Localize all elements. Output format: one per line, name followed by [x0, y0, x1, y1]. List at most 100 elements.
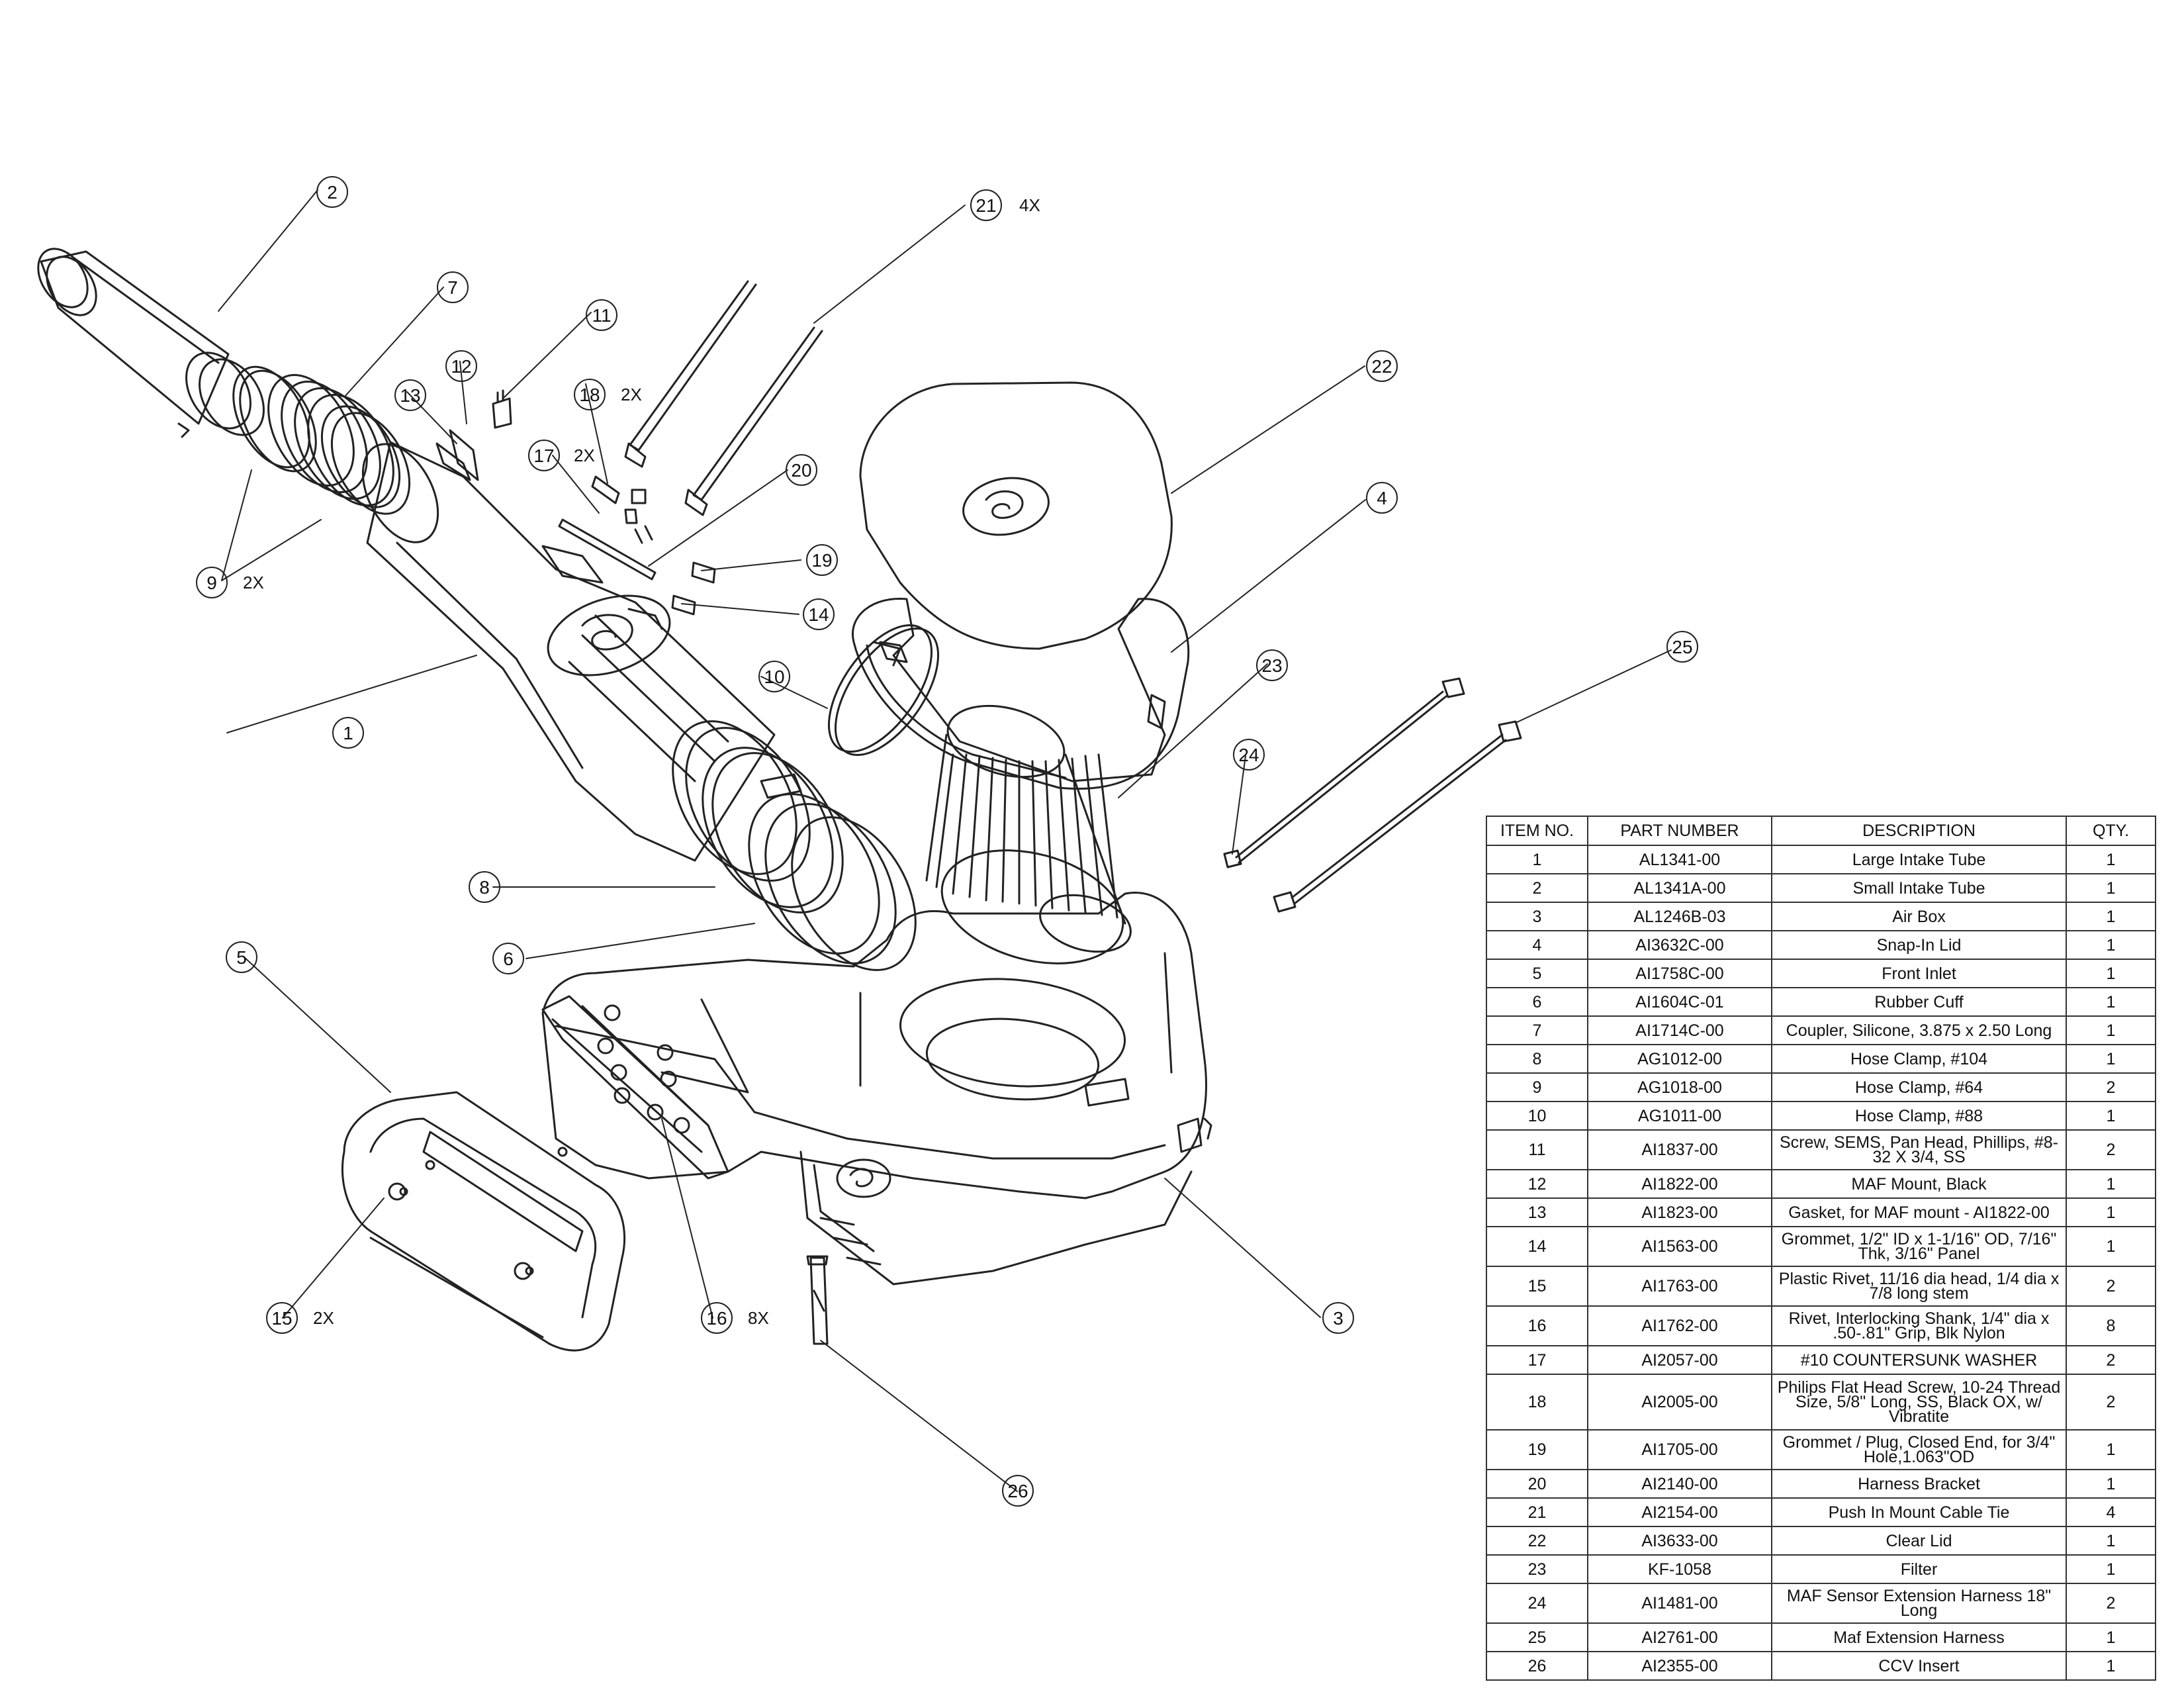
description: Air Box — [1771, 902, 2067, 931]
description: Harness Bracket — [1771, 1469, 2067, 1499]
item-no: 24 — [1486, 1583, 1588, 1624]
qty: 2 — [2066, 1345, 2156, 1375]
svg-text:22: 22 — [1371, 356, 1392, 377]
part-number: AI1481-00 — [1587, 1583, 1772, 1624]
part-number: AI1822-00 — [1587, 1169, 1772, 1199]
air-box — [541, 892, 1212, 1286]
part-number: AI1823-00 — [1587, 1197, 1772, 1227]
item-no: 6 — [1486, 987, 1588, 1017]
part-number: AI2761-00 — [1587, 1622, 1772, 1652]
part-number: AG1018-00 — [1587, 1072, 1772, 1102]
svg-text:2X: 2X — [621, 385, 642, 404]
part-number: AG1011-00 — [1587, 1101, 1772, 1131]
description: Small Intake Tube — [1771, 873, 2067, 903]
callout-1: 1 — [332, 717, 364, 749]
callout-22: 22 — [1366, 350, 1398, 382]
svg-text:20: 20 — [791, 460, 811, 481]
qty: 2 — [2066, 1374, 2156, 1430]
small-intake-tube — [37, 248, 265, 438]
description: Gasket, for MAF mount - AI1822-00 — [1771, 1197, 2067, 1227]
callout-2: 2 — [316, 176, 348, 208]
clamp-8-and-rubber-cuff — [702, 747, 917, 971]
callout-4: 4 — [1366, 482, 1398, 514]
description: MAF Sensor Extension Harness 18" Long — [1771, 1583, 2067, 1624]
hose-clamps-and-coupler — [232, 365, 411, 515]
item-no: 26 — [1486, 1651, 1588, 1681]
callout-3: 3 — [1322, 1302, 1354, 1334]
item-no: 20 — [1486, 1469, 1588, 1499]
svg-text:2X: 2X — [313, 1308, 334, 1328]
part-number: AI2140-00 — [1587, 1469, 1772, 1499]
ccv-insert — [806, 1255, 829, 1345]
qty: 1 — [2066, 1015, 2156, 1045]
svg-text:24: 24 — [1238, 745, 1259, 765]
svg-text:7: 7 — [447, 277, 458, 298]
svg-text:21: 21 — [976, 195, 996, 216]
description: Coupler, Silicone, 3.875 x 2.50 Long — [1771, 1015, 2067, 1045]
callout-11: 11 — [586, 299, 617, 331]
qty: 2 — [2066, 1072, 2156, 1102]
item-no: 14 — [1486, 1226, 1588, 1267]
callout-25: 25 — [1666, 631, 1698, 663]
svg-text:3: 3 — [1333, 1308, 1343, 1329]
callout-19: 19 — [806, 544, 838, 576]
inlet-duct — [541, 995, 749, 1180]
svg-text:26: 26 — [1007, 1481, 1028, 1501]
qty: 8 — [2066, 1305, 2156, 1346]
callout-14: 14 — [803, 598, 835, 630]
svg-text:9: 9 — [206, 573, 217, 593]
item-no: 1 — [1486, 845, 1588, 874]
callout-8: 8 — [469, 871, 500, 903]
part-number: AL1341A-00 — [1587, 873, 1772, 903]
qty: 2 — [2066, 1266, 2156, 1307]
description: CCV Insert — [1771, 1651, 2067, 1681]
qty: 1 — [2066, 1044, 2156, 1074]
svg-text:11: 11 — [592, 305, 611, 326]
qty: 1 — [2066, 1526, 2156, 1556]
description: Hose Clamp, #64 — [1771, 1072, 2067, 1102]
qty: 1 — [2066, 930, 2156, 960]
item-no: 7 — [1486, 1015, 1588, 1045]
svg-text:2X: 2X — [243, 573, 264, 592]
svg-text:25: 25 — [1672, 637, 1692, 657]
cable-ties — [624, 280, 823, 516]
description: Filter — [1771, 1554, 2067, 1584]
large-intake-tube — [361, 441, 811, 882]
front-inlet — [341, 1091, 626, 1352]
part-number: AI1837-00 — [1587, 1129, 1772, 1170]
qty: 1 — [2066, 987, 2156, 1017]
description: Snap-In Lid — [1771, 930, 2067, 960]
svg-text:4: 4 — [1377, 488, 1387, 508]
header-qty: QTY. — [2066, 816, 2156, 846]
description: Screw, SEMS, Pan Head, Phillips, #8-32 X… — [1771, 1129, 2067, 1170]
callout-20: 20 — [786, 454, 817, 486]
svg-text:1: 1 — [343, 723, 353, 743]
part-number: AI3633-00 — [1587, 1526, 1772, 1556]
part-number: AI1714C-00 — [1587, 1015, 1772, 1045]
item-no: 13 — [1486, 1197, 1588, 1227]
header-item-no: ITEM NO. — [1486, 816, 1588, 846]
callout-6: 6 — [492, 943, 524, 974]
callout-12: 12 — [445, 350, 477, 382]
item-no: 16 — [1486, 1305, 1588, 1346]
svg-text:15: 15 — [271, 1308, 292, 1329]
description: Hose Clamp, #104 — [1771, 1044, 2067, 1074]
part-number: AI2154-00 — [1587, 1497, 1772, 1527]
svg-text:14: 14 — [808, 604, 829, 625]
svg-text:18: 18 — [579, 385, 600, 405]
